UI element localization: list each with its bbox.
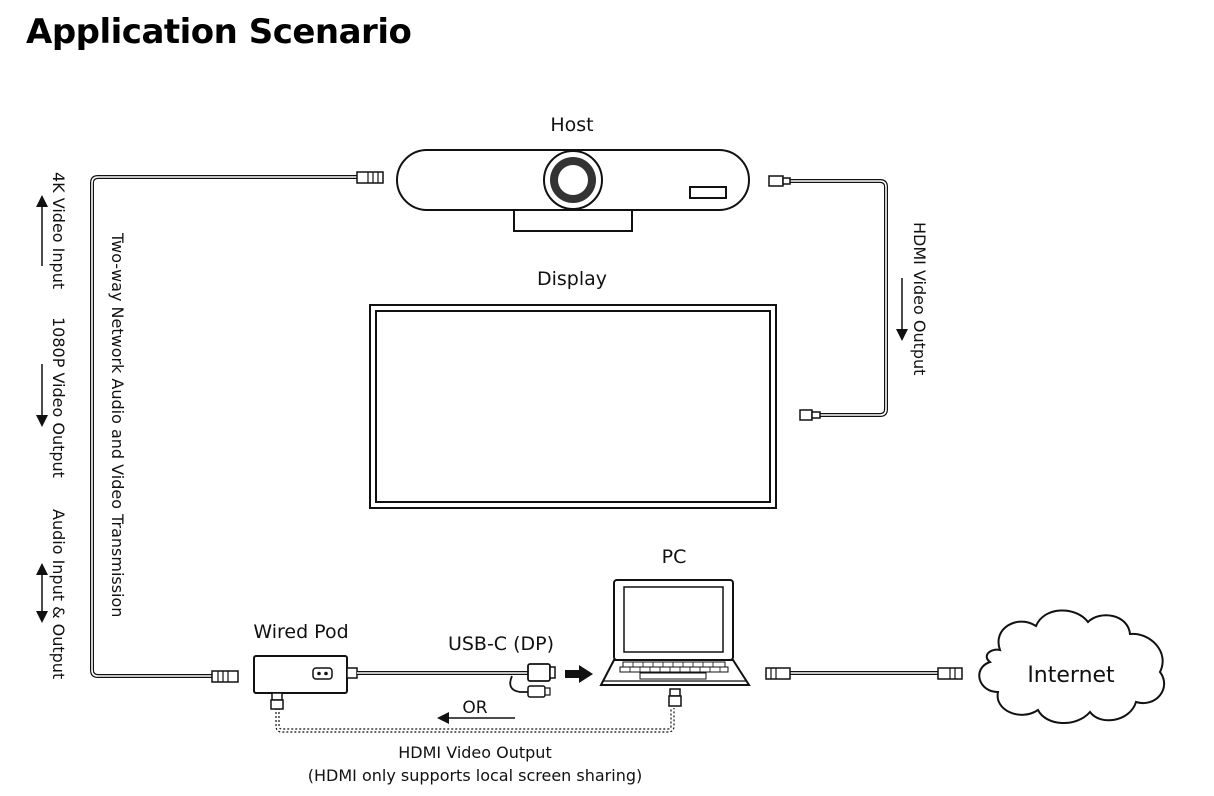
wired-pod-device xyxy=(253,655,358,694)
or-label: OR xyxy=(462,698,487,718)
bottom-hdmi-label: HDMI Video Output xyxy=(398,743,551,762)
hdmi-connector-display xyxy=(799,409,821,421)
host-device xyxy=(396,149,750,232)
internet-label: Internet xyxy=(1027,663,1115,688)
network-transmission-label: Two-way Network Audio and Video Transmis… xyxy=(108,232,127,617)
video-output-label: 1080P Video Output xyxy=(49,317,68,478)
rj45-connector-internet xyxy=(937,667,963,680)
connect-arrow-icon xyxy=(565,665,593,683)
network-cable-left xyxy=(90,171,384,683)
pc-laptop xyxy=(599,579,751,686)
usb-c-label: USB-C (DP) xyxy=(448,633,554,655)
bottom-hdmi-note: (HDMI only supports local screen sharing… xyxy=(308,766,642,785)
internet-cable xyxy=(765,667,963,680)
rj45-connector-host xyxy=(356,171,384,184)
usb-c-cable xyxy=(357,663,556,698)
page-title: Application Scenario xyxy=(26,12,412,52)
hdmi-connector-pc xyxy=(668,688,682,707)
hdmi-cable-right xyxy=(768,175,888,421)
cloud-icon xyxy=(978,609,1166,725)
hdmi-connector-host xyxy=(768,175,791,187)
wired-pod-label: Wired Pod xyxy=(253,621,348,643)
rj45-connector-pod xyxy=(211,670,239,683)
rj45-connector-pc xyxy=(765,667,791,680)
usb-c-adapter xyxy=(527,685,551,698)
hdmi-output-label: HDMI Video Output xyxy=(910,222,929,375)
host-label: Host xyxy=(550,114,593,136)
hdmi-connector-pod xyxy=(270,692,284,710)
usb-plug xyxy=(527,663,556,682)
display-device xyxy=(369,304,777,509)
video-input-label: 4K Video Input xyxy=(49,172,68,289)
display-label: Display xyxy=(537,268,607,290)
pc-label: PC xyxy=(662,546,687,568)
audio-io-label: Audio Input & Output xyxy=(49,509,68,679)
hdmi-cable-bottom xyxy=(270,688,682,733)
